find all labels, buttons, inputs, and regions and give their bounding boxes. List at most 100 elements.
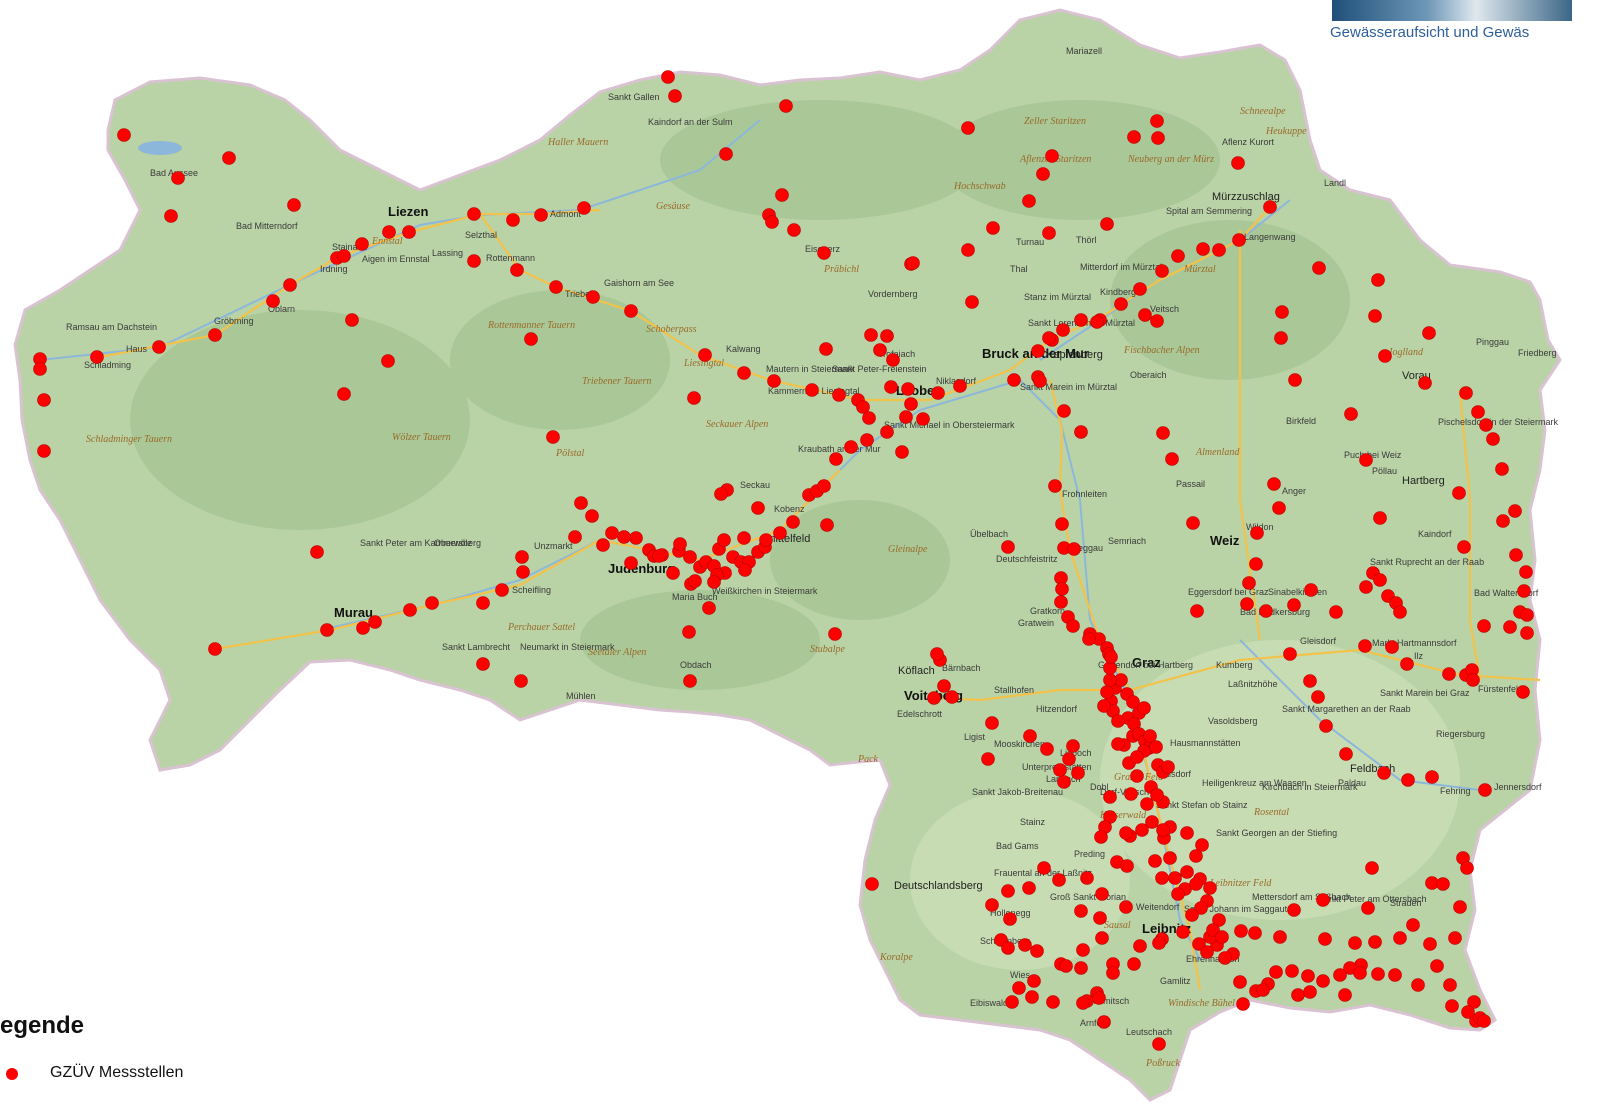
station-marker[interactable]	[779, 99, 793, 113]
station-marker[interactable]	[759, 533, 773, 547]
station-marker[interactable]	[1189, 849, 1203, 863]
station-marker[interactable]	[666, 566, 680, 580]
station-marker[interactable]	[1400, 657, 1414, 671]
station-marker[interactable]	[1316, 974, 1330, 988]
station-marker[interactable]	[1042, 331, 1056, 345]
station-marker[interactable]	[1119, 900, 1133, 914]
station-marker[interactable]	[1425, 770, 1439, 784]
station-marker[interactable]	[1074, 904, 1088, 918]
station-marker[interactable]	[1503, 620, 1517, 634]
station-marker[interactable]	[402, 225, 416, 239]
station-marker[interactable]	[1152, 1037, 1166, 1051]
station-marker[interactable]	[1471, 405, 1485, 419]
station-marker[interactable]	[820, 518, 834, 532]
station-marker[interactable]	[549, 280, 563, 294]
station-marker[interactable]	[1012, 981, 1026, 995]
station-marker[interactable]	[1393, 605, 1407, 619]
station-marker[interactable]	[738, 563, 752, 577]
station-marker[interactable]	[1007, 373, 1021, 387]
station-marker[interactable]	[1371, 967, 1385, 981]
station-marker[interactable]	[1127, 130, 1141, 144]
station-marker[interactable]	[1377, 766, 1391, 780]
station-marker[interactable]	[1082, 632, 1096, 646]
station-marker[interactable]	[514, 674, 528, 688]
station-marker[interactable]	[524, 332, 538, 346]
station-marker[interactable]	[702, 601, 716, 615]
station-marker[interactable]	[1180, 865, 1194, 879]
station-marker[interactable]	[1001, 540, 1015, 554]
station-marker[interactable]	[1040, 742, 1054, 756]
station-marker[interactable]	[886, 353, 900, 367]
station-marker[interactable]	[1138, 308, 1152, 322]
station-marker[interactable]	[320, 623, 334, 637]
station-marker[interactable]	[1466, 673, 1480, 687]
station-marker[interactable]	[1092, 991, 1106, 1005]
station-marker[interactable]	[1124, 787, 1138, 801]
station-marker[interactable]	[719, 147, 733, 161]
station-marker[interactable]	[1052, 873, 1066, 887]
station-marker[interactable]	[865, 877, 879, 891]
station-marker[interactable]	[476, 657, 490, 671]
station-marker[interactable]	[904, 397, 918, 411]
station-marker[interactable]	[688, 574, 702, 588]
station-marker[interactable]	[1140, 797, 1154, 811]
station-marker[interactable]	[765, 215, 779, 229]
station-marker[interactable]	[937, 679, 951, 693]
station-marker[interactable]	[1516, 685, 1530, 699]
station-marker[interactable]	[1478, 783, 1492, 797]
station-marker[interactable]	[1126, 695, 1140, 709]
station-marker[interactable]	[1291, 988, 1305, 1002]
station-marker[interactable]	[1156, 426, 1170, 440]
station-marker[interactable]	[1042, 226, 1056, 240]
station-marker[interactable]	[1150, 114, 1164, 128]
station-marker[interactable]	[1119, 826, 1133, 840]
station-marker[interactable]	[1406, 918, 1420, 932]
station-marker[interactable]	[985, 716, 999, 730]
station-marker[interactable]	[895, 445, 909, 459]
station-marker[interactable]	[1031, 344, 1045, 358]
station-marker[interactable]	[1206, 923, 1220, 937]
station-marker[interactable]	[1453, 900, 1467, 914]
station-marker[interactable]	[1059, 959, 1073, 973]
station-marker[interactable]	[1353, 966, 1367, 980]
station-marker[interactable]	[1111, 714, 1125, 728]
station-marker[interactable]	[1130, 750, 1144, 764]
station-marker[interactable]	[819, 342, 833, 356]
station-marker[interactable]	[605, 526, 619, 540]
station-marker[interactable]	[961, 121, 975, 135]
station-marker[interactable]	[1288, 373, 1302, 387]
station-marker[interactable]	[1057, 404, 1071, 418]
station-marker[interactable]	[1027, 974, 1041, 988]
station-marker[interactable]	[1371, 273, 1385, 287]
station-marker[interactable]	[1111, 737, 1125, 751]
station-marker[interactable]	[1358, 639, 1372, 653]
station-marker[interactable]	[1267, 477, 1281, 491]
station-marker[interactable]	[1130, 769, 1144, 783]
station-marker[interactable]	[1023, 729, 1037, 743]
station-marker[interactable]	[1459, 386, 1473, 400]
station-marker[interactable]	[1168, 871, 1182, 885]
station-marker[interactable]	[403, 603, 417, 617]
station-marker[interactable]	[1076, 996, 1090, 1010]
station-marker[interactable]	[208, 328, 222, 342]
station-marker[interactable]	[37, 444, 51, 458]
station-marker[interactable]	[1100, 217, 1114, 231]
station-marker[interactable]	[596, 538, 610, 552]
station-marker[interactable]	[844, 440, 858, 454]
station-marker[interactable]	[476, 596, 490, 610]
station-marker[interactable]	[1287, 903, 1301, 917]
station-marker[interactable]	[1163, 851, 1177, 865]
station-marker[interactable]	[266, 294, 280, 308]
station-marker[interactable]	[1100, 685, 1114, 699]
station-marker[interactable]	[1259, 604, 1273, 618]
station-marker[interactable]	[767, 374, 781, 388]
station-marker[interactable]	[1150, 788, 1164, 802]
station-marker[interactable]	[467, 254, 481, 268]
station-marker[interactable]	[356, 621, 370, 635]
station-marker[interactable]	[1080, 871, 1094, 885]
station-marker[interactable]	[1149, 740, 1163, 754]
station-marker[interactable]	[682, 625, 696, 639]
station-marker[interactable]	[1256, 983, 1270, 997]
station-marker[interactable]	[1018, 938, 1032, 952]
station-marker[interactable]	[515, 550, 529, 564]
